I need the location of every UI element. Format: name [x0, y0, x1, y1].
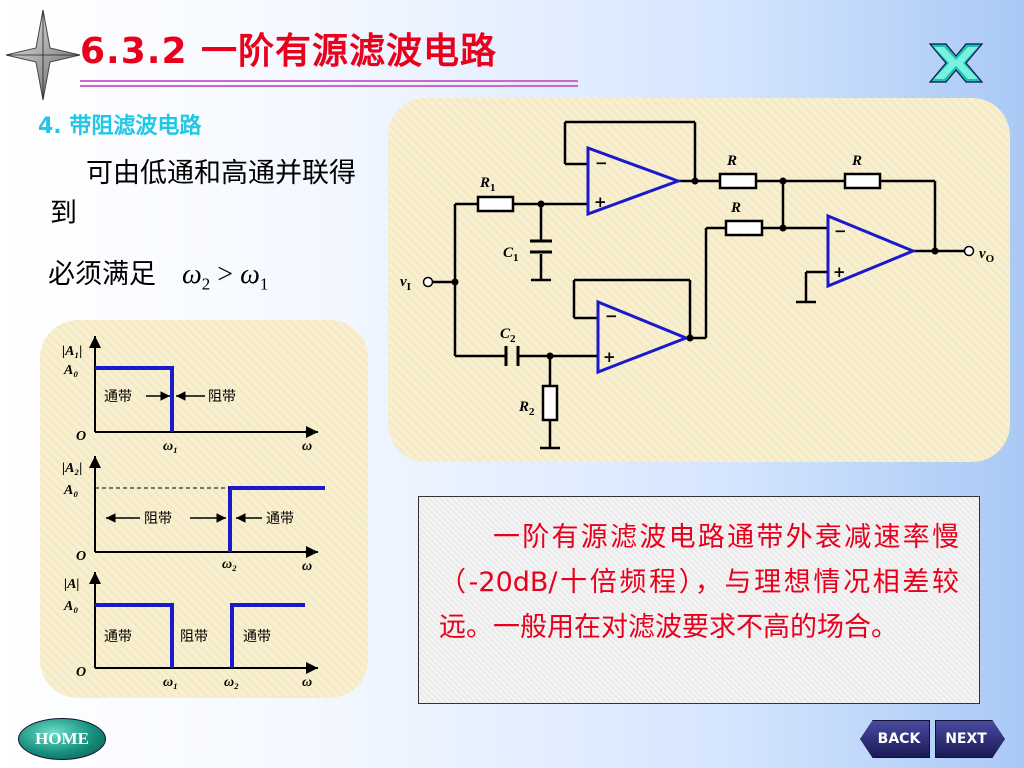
opamp3-plus: + [833, 263, 846, 281]
title-underline-2 [80, 85, 578, 87]
circuit-diagram: R1 R R R C1 C2 R2 vI vO − + − + − + [388, 98, 1010, 462]
condition-label: 必须满足 [48, 259, 156, 290]
description-text: 可由低通和高通并联得到 [50, 158, 356, 229]
g2-w2: ω₂ [222, 557, 237, 572]
label-r1: R1 [479, 175, 496, 194]
g2-band-pass: 通带 [266, 511, 294, 527]
formula-lhs-sub: 2 [201, 274, 211, 294]
frequency-response-graphs: |A₁| A₀ O ω₁ ω 通带 阻带 |A₂| A₀ O ω₂ ω 阻带 通… [40, 320, 368, 698]
g2-ylabel: |A₂| [62, 461, 82, 476]
label-output: vO [979, 246, 995, 265]
label-c1: C1 [503, 245, 519, 264]
opamp3-minus: − [834, 222, 847, 240]
g2-band-stop: 阻带 [144, 511, 172, 527]
g2-origin: O [76, 549, 86, 564]
g1-axis: ω [302, 439, 312, 454]
g2-a0: A₀ [63, 483, 78, 498]
section-subtitle: 4. 带阻滤波电路 [38, 114, 202, 139]
g2-axis: ω [302, 559, 312, 574]
formula-rhs: ω [240, 259, 260, 290]
label-r-top2: R [851, 153, 862, 169]
label-c2: C2 [500, 326, 516, 345]
g1-origin: O [76, 429, 86, 444]
back-label: BACK [877, 731, 921, 747]
next-button[interactable]: NEXT [935, 720, 1005, 758]
g1-a0: A₀ [63, 363, 78, 378]
g3-a0: A₀ [63, 599, 78, 614]
note-text: 一阶有源滤波电路通带外衰减速率慢（-20dB/十倍频程），与理想情况相差较远。一… [439, 522, 959, 643]
formula-lhs: ω [182, 259, 202, 290]
label-input: vI [400, 274, 411, 293]
label-r-mid: R [730, 200, 741, 216]
g3-origin: O [76, 665, 86, 680]
formula-rhs-sub: 1 [259, 274, 269, 294]
g1-band-stop: 阻带 [208, 389, 236, 405]
label-r-top1: R [726, 153, 737, 169]
g3-band-pass-left: 通带 [104, 629, 132, 645]
g3-band-stop: 阻带 [180, 629, 208, 645]
close-x-icon[interactable] [928, 42, 984, 84]
next-label: NEXT [945, 731, 987, 747]
star-decoration-icon [6, 10, 80, 100]
g3-band-pass-right: 通带 [243, 629, 271, 645]
home-button[interactable]: HOME [18, 718, 106, 760]
g3-axis: ω [302, 675, 312, 690]
label-r2: R2 [518, 399, 535, 418]
g3-w2: ω₂ [224, 675, 239, 690]
g1-band-pass: 通带 [104, 389, 132, 405]
g1-ylabel: |A₁| [62, 344, 82, 359]
formula-op: > [210, 259, 241, 290]
opamp2-plus: + [603, 348, 616, 366]
back-button[interactable]: BACK [860, 720, 930, 758]
condition-formula: ω2 > ω1 [182, 259, 268, 294]
opamp1-plus: + [594, 193, 607, 211]
g3-ylabel: |A| [64, 577, 80, 592]
g3-w1: ω₁ [163, 675, 178, 690]
title-underline [80, 80, 578, 82]
note-box: 一阶有源滤波电路通带外衰减速率慢（-20dB/十倍频程），与理想情况相差较远。一… [418, 496, 980, 704]
opamp1-minus: − [595, 154, 608, 172]
opamp2-minus: − [605, 307, 618, 325]
page-title: 6.3.2 一阶有源滤波电路 [80, 31, 498, 72]
g1-w1: ω₁ [163, 439, 178, 454]
